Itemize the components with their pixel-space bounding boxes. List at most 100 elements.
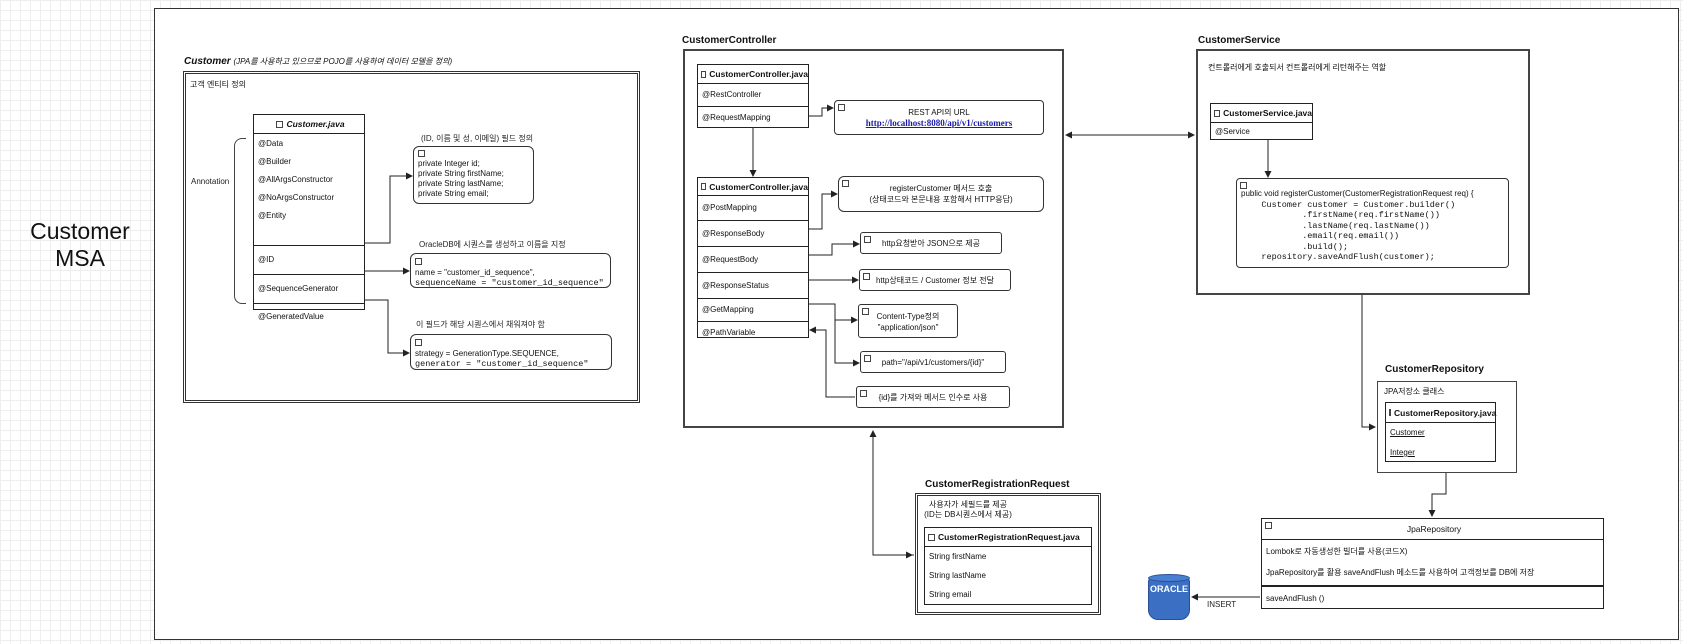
note-icon <box>838 104 845 111</box>
field-line: private String email; <box>418 189 489 198</box>
code-line: Customer customer = Customer.builder() <box>1241 199 1456 210</box>
annotation-brace <box>234 138 246 304</box>
controller-class-main-header: CustomerController.java <box>698 178 808 196</box>
url-note[interactable]: REST API의 URL http://localhost:8080/api/… <box>834 100 1044 135</box>
customer-box-label: 고객 엔티티 정의 <box>190 80 246 89</box>
oracle-db-icon[interactable] <box>1148 576 1190 620</box>
register-line: registerCustomer 메서드 호출 <box>889 184 993 193</box>
note-icon <box>415 339 422 347</box>
id-arg-note-text: {id}를 가져와 메서드 인수로 사용 <box>878 393 988 402</box>
code-line: .lastName(req.lastName()) <box>1241 220 1430 231</box>
insert-label: INSERT <box>1207 600 1237 609</box>
class-icon <box>1214 109 1221 117</box>
code-signature: public void registerCustomer(CustomerReg… <box>1241 189 1474 198</box>
generation-line: strategy = GenerationType.SEQUENCE, <box>415 349 559 358</box>
json-note-text: http요청받아 JSON으로 제공 <box>881 239 980 248</box>
content-type-line: "application/json" <box>877 323 939 332</box>
class-icon <box>276 120 284 128</box>
repository-id-row: Integer <box>1390 448 1415 457</box>
customer-title-main: Customer <box>184 56 231 67</box>
controller-class-top[interactable]: CustomerController.java @RestController … <box>697 64 809 128</box>
sequence-line: sequenceName = "customer_id_sequence" <box>415 278 604 288</box>
status-note-text: http상태코드 / Customer 정보 전달 <box>875 276 994 285</box>
controller-class-top-header: CustomerController.java <box>698 65 808 84</box>
request-mapping-row: @RequestMapping <box>698 106 808 129</box>
annotation-entity: @Entity <box>258 211 287 220</box>
oracle-logo-text: ORACLE <box>1150 584 1188 594</box>
jpa-method-row: saveAndFlush () <box>1262 585 1603 611</box>
request-desc-line: 사용자가 세필드를 제공 <box>928 500 1008 509</box>
note-icon <box>842 180 849 187</box>
service-class-header: CustomerService.java <box>1211 104 1312 123</box>
note-icon <box>860 390 867 397</box>
note2-label: OracleDB에 시퀀스를 생성하고 이름을 지정 <box>419 240 566 249</box>
customer-class[interactable]: Customer.java @Data @Builder @AllArgsCon… <box>253 114 365 321</box>
jpa-repository-class[interactable]: JpaRepository Lombok로 자동생성한 빌더를 사용(코드X) … <box>1261 518 1604 609</box>
request-desc: 사용자가 세필드를 제공 (ID는 DB시퀀스에서 제공) <box>918 500 1018 520</box>
class-icon <box>1265 522 1272 529</box>
repository-title: CustomerRepository <box>1385 364 1484 375</box>
code-line: repository.saveAndFlush(customer); <box>1241 252 1435 262</box>
get-mapping-row: @GetMapping <box>698 298 808 321</box>
code-line: .build(); <box>1241 241 1349 252</box>
repository-class[interactable]: CustomerRepository.java Customer Integer <box>1385 402 1496 462</box>
rest-controller-row: @RestController <box>702 90 762 99</box>
service-title: CustomerService <box>1198 35 1281 46</box>
sequence-line: name = "customer_id_sequence", <box>415 268 535 277</box>
jpa-desc-line2: JpaRepository를 활용 saveAndFlush 메소드를 사용하여… <box>1266 568 1535 577</box>
controller-title: CustomerController <box>682 35 777 46</box>
annotation-allargs: @AllArgsConstructor <box>258 175 333 184</box>
note-icon <box>862 308 869 315</box>
controller-class-main-name: CustomerController.java <box>709 181 808 192</box>
service-desc: 컨트롤러에게 호출되서 컨트롤러에게 리턴해주는 역할 <box>1208 63 1387 72</box>
generation-note[interactable]: strategy = GenerationType.SEQUENCE, gene… <box>410 334 612 370</box>
status-note[interactable]: http상태코드 / Customer 정보 전달 <box>859 269 1011 291</box>
customer-title: Customer (JPA를 사용하고 있으므로 POJO를 사용하여 데이터 … <box>184 56 452 67</box>
seq-generator-row: @SequenceGenerator <box>254 274 364 303</box>
msa-label-line1: Customer <box>30 218 130 244</box>
class-icon <box>701 70 707 78</box>
annotation-data: @Data <box>258 139 284 148</box>
repository-class-header: CustomerRepository.java <box>1386 403 1496 423</box>
request-class[interactable]: CustomerRegistrationRequest.java String … <box>924 527 1092 605</box>
path-variable-row: @PathVariable <box>698 321 808 343</box>
oracle-db-top <box>1148 574 1190 582</box>
register-code-note[interactable]: public void registerCustomer(CustomerReg… <box>1236 178 1509 268</box>
id-arg-note[interactable]: {id}를 가져와 메서드 인수로 사용 <box>856 386 1010 408</box>
request-title: CustomerRegistrationRequest <box>925 479 1070 490</box>
sequence-note[interactable]: name = "customer_id_sequence", sequenceN… <box>410 253 611 288</box>
api-url-link[interactable]: http://localhost:8080/api/v1/customers <box>865 118 1013 128</box>
request-field-row: String firstName <box>929 552 987 561</box>
register-line: (상태코드와 본문내용 포함해서 HTTP응답) <box>869 195 1013 204</box>
field-line: private String lastName; <box>418 179 504 188</box>
note1-label: (ID, 이름 및 성, 이메일) 필드 정의 <box>421 134 534 143</box>
note-icon <box>863 273 870 280</box>
controller-class-main[interactable]: CustomerController.java @PostMapping @Re… <box>697 177 809 338</box>
annotation-noargs: @NoArgsConstructor <box>258 193 335 202</box>
field-line: private String firstName; <box>418 169 504 178</box>
content-type-note[interactable]: Content-Type정의 "application/json" <box>858 304 958 338</box>
path-note[interactable]: path="/api/v1/customers/{id}" <box>860 351 1006 373</box>
jpa-class-header: JpaRepository <box>1262 519 1603 540</box>
service-class[interactable]: CustomerService.java @Service <box>1210 103 1313 140</box>
response-status-row: @ResponseStatus <box>698 272 808 298</box>
class-icon <box>928 533 935 541</box>
generated-value-row: @GeneratedValue <box>254 303 364 330</box>
note-icon <box>864 355 871 362</box>
note-icon <box>1240 182 1247 189</box>
register-note[interactable]: registerCustomer 메서드 호출 (상태코드와 본문내용 포함해서… <box>838 176 1044 212</box>
repository-entity-row: Customer <box>1390 428 1425 437</box>
code-line: .firstName(req.firstName()) <box>1241 210 1440 220</box>
msa-label: Customer MSA <box>20 218 140 272</box>
field-line: private Integer id; <box>418 159 480 168</box>
code-line: .email(req.email()) <box>1241 231 1400 241</box>
json-note[interactable]: http요청받아 JSON으로 제공 <box>860 232 1002 254</box>
jpa-class-name: JpaRepository <box>1406 524 1462 534</box>
fields-note[interactable]: private Integer id; private String first… <box>413 146 534 204</box>
service-class-name: CustomerService.java <box>1223 108 1312 118</box>
generation-line: generator = "customer_id_sequence" <box>415 359 589 369</box>
msa-label-line2: MSA <box>55 245 105 271</box>
service-annotation-row: @Service <box>1215 127 1250 136</box>
id-row: @ID <box>254 245 364 274</box>
note-icon <box>864 236 871 243</box>
